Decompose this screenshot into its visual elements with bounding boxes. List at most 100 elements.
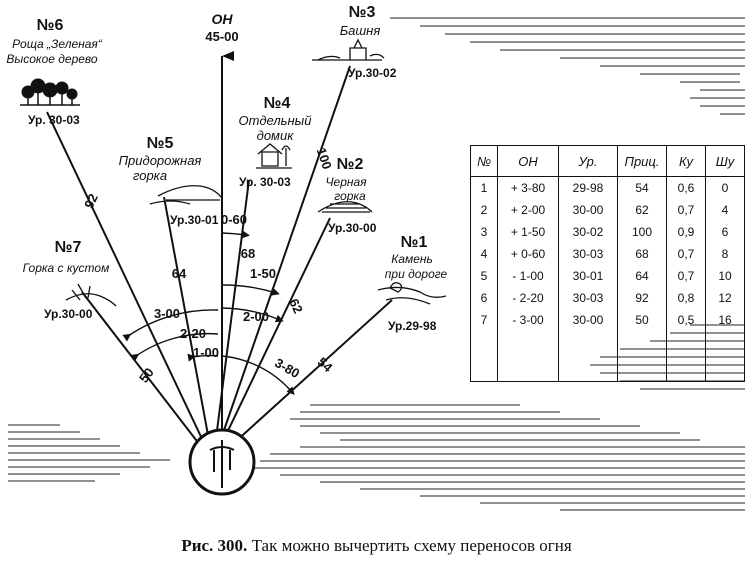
- sky-hatching-bottom-right: [250, 404, 745, 511]
- table-cell: 6: [470, 287, 498, 309]
- table-cell: 6: [705, 221, 745, 243]
- landmark-name: Башня: [340, 23, 381, 38]
- landmark-level: Ур.30-00: [328, 221, 377, 235]
- caption-prefix: Рис. 300.: [181, 536, 248, 555]
- table-cell: 0,7: [666, 243, 706, 265]
- landmark-name: Придорожная: [119, 153, 202, 168]
- figure-caption: Рис. 300. Так можно вычертить схему пере…: [0, 536, 753, 556]
- table-cell: 30-02: [558, 221, 618, 243]
- table-cell: - 2-20: [497, 287, 559, 309]
- table-cell: 0,6: [666, 176, 706, 199]
- table-cell: 0,5: [666, 309, 706, 331]
- north-angle: 45-00: [205, 29, 238, 44]
- table-cell: 54: [617, 176, 667, 199]
- table-cell: 16: [705, 309, 745, 331]
- direction-rays: [46, 51, 393, 463]
- arc-label-2: 2-00: [243, 309, 269, 324]
- table-cell: 10: [705, 265, 745, 287]
- landmark-name: Камень: [391, 252, 433, 266]
- table-cell: 4: [705, 199, 745, 221]
- landmark-level: Ур.29-98: [388, 319, 437, 333]
- table-cell: 0,8: [666, 287, 706, 309]
- table-cell: - 1-00: [497, 265, 559, 287]
- landmark-name: домик: [257, 128, 295, 143]
- table-empty-row: [470, 331, 745, 382]
- table-cell: 0,9: [666, 221, 706, 243]
- roadside-hill-icon: [149, 185, 223, 205]
- landmark-7-label: №7 Горка с кустом Ур.30-00: [23, 239, 110, 321]
- arc-label-7: 3-00: [154, 306, 180, 321]
- arc-label-5: 1-00: [193, 345, 219, 360]
- table-cell: 0,7: [666, 199, 706, 221]
- arc-labels: 3-00 2-20 1-00 0-60 1-50 2-00 3-80: [154, 212, 302, 381]
- table-header: №: [470, 145, 498, 177]
- sky-hatching-top-right: [390, 17, 745, 115]
- table-header: Шу: [705, 145, 745, 177]
- ray-value-54: 54: [315, 354, 336, 375]
- landmark-level: Ур.30-01: [170, 213, 219, 227]
- landmark-2-label: №2 Черная горка Ур.30-00: [325, 156, 376, 235]
- table-header: Приц.: [617, 145, 667, 177]
- ray-value-100: 100: [314, 146, 335, 171]
- landmark-name: горка: [334, 189, 366, 203]
- tower-icon: [312, 38, 385, 61]
- transfer-arcs: [122, 230, 295, 396]
- table-cell: 30-00: [558, 309, 618, 331]
- table-cell: 50: [617, 309, 667, 331]
- arc-landmark-5: [187, 353, 219, 362]
- landmark-name: Горка с кустом: [23, 261, 110, 275]
- landmark-level: Ур.30-00: [44, 307, 93, 321]
- table-cell: 62: [617, 199, 667, 221]
- table-cell: 92: [617, 287, 667, 309]
- landmark-6-label: №6 Роща „Зеленая“ Высокое дерево Ур. 30-…: [6, 17, 102, 127]
- ray-value-68: 68: [241, 246, 255, 261]
- landmark-number: №6: [37, 17, 64, 34]
- tree-grove-icon: [20, 78, 80, 106]
- ray-landmark-2: [212, 217, 331, 463]
- table-header: ОН: [497, 145, 559, 177]
- arc-landmark-3: [221, 284, 280, 296]
- table-cell: 1: [470, 176, 498, 199]
- arc-landmark-2: [221, 307, 284, 323]
- ray-landmark-5: [163, 196, 214, 463]
- ray-landmark-3: [212, 65, 351, 463]
- north-label: ОН: [212, 11, 234, 27]
- observation-point: [188, 428, 256, 496]
- arc-landmark-1: [221, 355, 295, 396]
- landmark-5-label: №5 Придорожная горка Ур.30-01: [119, 135, 219, 227]
- landmark-1-label: №1 Камень при дороге Ур.29-98: [385, 234, 448, 333]
- table-cell: 30-00: [558, 199, 618, 221]
- ray-landmark-6: [46, 111, 214, 463]
- ray-value-92: 92: [81, 191, 101, 211]
- caption-text: Так можно вычертить схему переносов огня: [251, 536, 572, 555]
- landmark-name: Черная: [325, 175, 367, 189]
- landmark-level: Ур. 30-03: [28, 113, 80, 127]
- table-cell: 30-03: [558, 287, 618, 309]
- landmark-name: горка: [133, 168, 167, 183]
- ray-value-62: 62: [286, 296, 306, 316]
- ray-values: 92 100 68 64 62 50 54: [81, 146, 336, 386]
- landmark-4-label: №4 Отдельный домик Ур. 30-03: [239, 95, 312, 189]
- table-cell: 2: [470, 199, 498, 221]
- house-icon: [256, 143, 292, 169]
- table-header: Ур.: [558, 145, 618, 177]
- table-cell: 7: [470, 309, 498, 331]
- landmark-level: Ур.30-02: [348, 66, 397, 80]
- roadside-stone-icon: [377, 282, 447, 305]
- table-cell: 29-98: [558, 176, 618, 199]
- landmark-name: Отдельный: [239, 113, 312, 128]
- table-header: Ку: [666, 145, 706, 177]
- table-cell: + 3-80: [497, 176, 559, 199]
- table-cell: 30-03: [558, 243, 618, 265]
- table-cell: 30-01: [558, 265, 618, 287]
- black-hill-icon: [317, 201, 373, 213]
- arc-landmark-4: [221, 230, 250, 239]
